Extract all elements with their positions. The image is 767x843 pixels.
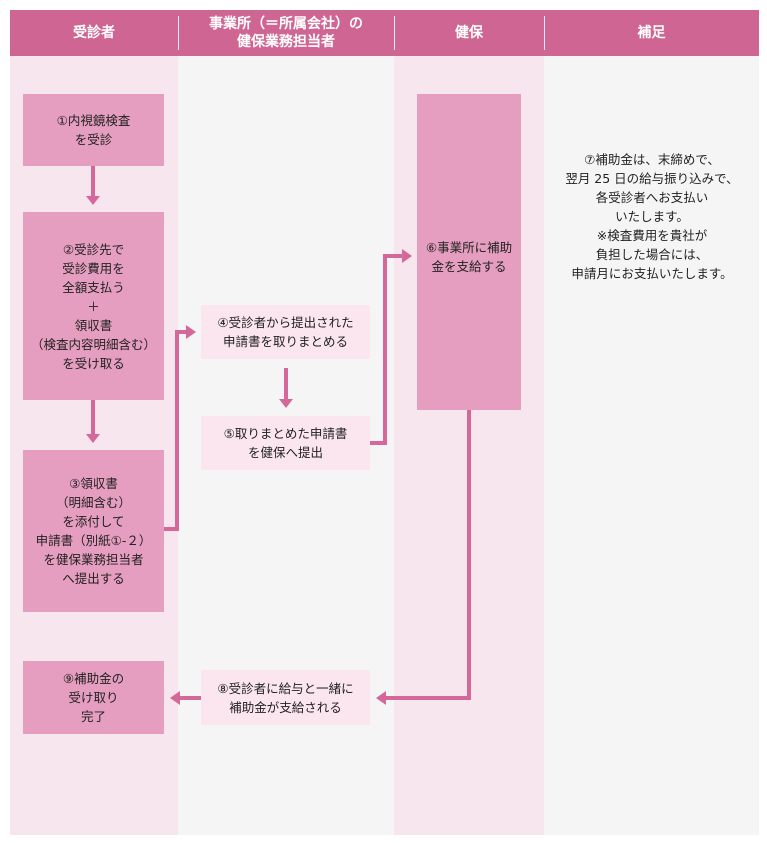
- step-4-line: ④受診者から提出された: [217, 315, 354, 330]
- step-8-line: ⑧受診者に給与と一緒に: [217, 680, 354, 696]
- step-2-line: を受け取る: [62, 355, 125, 371]
- lane-supplement: [544, 56, 759, 835]
- header-supplement: 補足: [637, 25, 666, 41]
- note-line: ※検査費用を貴社が: [596, 228, 708, 243]
- note-line: いたします。: [615, 209, 689, 224]
- step-1-line: を受診: [74, 132, 113, 147]
- step-6-box: ⑥事業所に補助 金を支給する: [417, 94, 521, 410]
- step-3-line: （明細含む）: [55, 495, 131, 510]
- supplement-note: ⑦補助金は、末締めで、 翌月 25 日の給与振り込みで、 各受診者へお支払い い…: [560, 150, 744, 283]
- step-1-box: ①内視鏡検査 を受診: [23, 94, 164, 166]
- arrowhead-8-to-9: [170, 691, 180, 705]
- step-9-line: 完了: [80, 709, 106, 724]
- arrow-3-to-4: [164, 330, 186, 531]
- step-3-box: ③領収書 （明細含む） を添付して 申請書（別紙①-２） を健保業務担当者 へ提…: [23, 450, 164, 612]
- step-2-line: （検査内容明細含む）: [30, 336, 156, 352]
- step-8-box: ⑧受診者に給与と一緒に 補助金が支給される: [201, 670, 370, 725]
- step-9-line: ⑨補助金の: [62, 671, 125, 686]
- note-line: 翌月 25 日の給与振り込みで、: [565, 171, 739, 186]
- step-2-box: ②受診先で 受診費用を 全額支払う ＋ 領収書 （検査内容明細含む） を受け取る: [23, 212, 164, 400]
- step-5-box: ⑤取りまとめた申請書 を健保へ提出: [201, 416, 370, 470]
- header-office-staff: 事業所（＝所属会社）の 健保業務担当者: [178, 10, 394, 56]
- note-line: ⑦補助金は、末締めで、: [584, 152, 720, 167]
- step-2-line: 受診費用を: [62, 260, 125, 276]
- arrow-5-to-6: [370, 254, 402, 445]
- header-examinee: 受診者: [73, 25, 115, 41]
- note-line: 申請月にお支払いたします。: [571, 266, 733, 281]
- step-3-line: へ提出する: [62, 571, 125, 586]
- step-2-line: ＋: [87, 298, 100, 314]
- step-2-line: 全額支払う: [62, 279, 125, 295]
- arrowhead-2-to-3: [86, 434, 100, 443]
- arrowhead-1-to-2: [86, 196, 100, 205]
- arrowhead-4-to-5: [279, 399, 293, 408]
- header-office-line-1: 事業所（＝所属会社）の: [209, 16, 363, 32]
- step-3-line: を健保業務担当者: [43, 552, 144, 567]
- step-9-box: ⑨補助金の 受け取り 完了: [23, 661, 164, 734]
- header-office-line-2: 健保業務担当者: [237, 34, 335, 50]
- header-divider: [544, 16, 545, 50]
- header-kenpo: 健保: [455, 25, 483, 41]
- arrowhead-3-to-4: [186, 325, 196, 339]
- step-1-line: ①内視鏡検査: [56, 113, 131, 128]
- column-header-bar: 受診者 事業所（＝所属会社）の 健保業務担当者 健保 補足: [10, 10, 759, 56]
- step-4-box: ④受診者から提出された 申請書を取りまとめる: [201, 305, 370, 359]
- step-9-line: 受け取り: [68, 690, 119, 705]
- step-2-line: ②受診先で: [62, 241, 125, 257]
- step-2-line: 領収書: [74, 317, 113, 333]
- step-6-line: ⑥事業所に補助: [425, 240, 513, 255]
- step-3-line: 申請書（別紙①-２）: [35, 533, 152, 548]
- arrowhead-6-to-8: [376, 691, 386, 705]
- header-divider: [178, 16, 179, 50]
- step-5-line: ⑤取りまとめた申請書: [223, 426, 348, 441]
- arrowhead-5-to-6: [402, 249, 412, 263]
- arrow-6-to-8: [386, 410, 471, 700]
- header-divider: [394, 16, 395, 50]
- step-3-line: を添付して: [62, 514, 125, 529]
- step-8-line: 補助金が支給される: [229, 699, 342, 715]
- step-4-line: 申請書を取りまとめる: [222, 334, 348, 349]
- step-6-line: 金を支給する: [431, 259, 507, 274]
- note-line: 負担した場合には、: [595, 247, 709, 262]
- step-5-line: を健保へ提出: [247, 445, 323, 460]
- step-3-line: ③領収書: [69, 476, 118, 491]
- note-line: 各受診者へお支払い: [595, 190, 709, 205]
